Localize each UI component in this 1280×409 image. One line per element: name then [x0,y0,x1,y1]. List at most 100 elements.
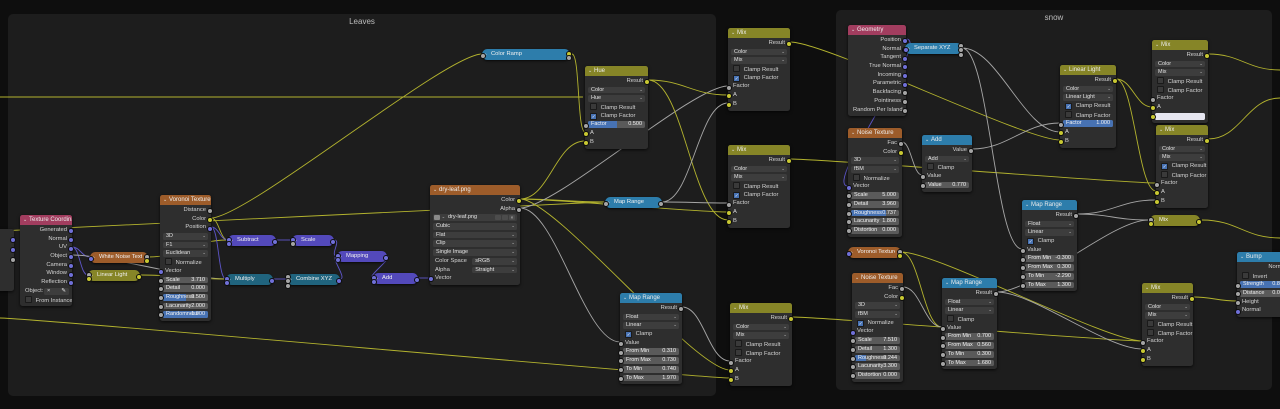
socket-in-roughness[interactable] [157,295,164,302]
checkbox-clamp-result[interactable] [735,340,742,348]
socket-in-from-max[interactable] [939,343,946,350]
socket-in-factor[interactable] [1139,339,1146,346]
dropdown-color[interactable]: Color⌄ [1063,85,1113,93]
node-header-hue-mix[interactable]: ⌄Hue [585,66,648,76]
socket-in-factor[interactable] [1057,121,1064,128]
node-header-map-range-snow-bottom[interactable]: ⌄Map Range [942,278,997,288]
socket-in-from-min[interactable] [617,349,624,356]
socket-in-0[interactable] [845,250,852,257]
socket-in-strength[interactable] [1234,282,1241,289]
socket-out-0[interactable] [269,277,276,284]
dropdown-clip[interactable]: Clip⌄ [433,240,517,248]
dropdown-linear[interactable]: Linear⌄ [945,307,994,315]
socket-in-b[interactable] [1057,139,1064,145]
field-from-min[interactable]: From Min-0.300 [1025,255,1074,263]
node-header-mix-leaves-top[interactable]: ⌄Mix [728,28,790,38]
dropdown-cubic[interactable]: Cubic⌄ [433,223,517,230]
dropdown-float[interactable]: Float⌄ [945,298,994,306]
socket-out-0[interactable] [272,238,279,245]
socket-in-value[interactable] [1019,247,1026,254]
node-mix-snow-collapsed[interactable]: ›Mix [1147,215,1203,227]
dropdown-color[interactable]: Color⌄ [731,165,787,173]
checkbox-normalize[interactable] [165,258,172,266]
node-combine-xyz[interactable]: ›Combine XYZ [284,273,343,289]
dropdown-3d[interactable]: 3D⌄ [851,157,899,165]
node-voronoi-snow[interactable]: ›Voronoi Texture [845,247,904,259]
socket-in-roughness[interactable] [849,355,856,362]
checkbox-clamp-result[interactable] [733,65,740,73]
socket-in-b[interactable] [1139,357,1146,363]
socket-out-2[interactable] [10,257,17,263]
collapse-arrow-icon[interactable]: › [290,276,292,283]
node-color-ramp[interactable]: ›Color Ramp [479,49,573,61]
socket-out-result[interactable] [1204,138,1211,145]
dropdown-fbm[interactable]: fBM⌄ [855,311,900,318]
socket-in-factor[interactable] [1149,96,1156,103]
socket-in-b[interactable] [582,140,589,146]
socket-out-position[interactable] [207,225,214,232]
dropdown-add[interactable]: Add⌄ [925,155,969,163]
node-header-noise-texture-bottom[interactable]: ⌄Noise Texture [852,273,903,283]
socket-in-detail[interactable] [157,286,164,293]
node-vector-scale[interactable]: ›Scale [289,235,337,247]
socket-in-a[interactable] [1139,348,1146,355]
socket-in-0[interactable] [87,255,94,262]
socket-in-b[interactable] [1149,114,1156,120]
collapse-arrow-icon[interactable]: ⌄ [1025,202,1030,208]
checkbox-clamp[interactable]: ✓ [1027,237,1034,245]
dropdown-hue[interactable]: Hue⌄ [588,95,645,103]
socket-out-result[interactable] [786,41,793,48]
socket-in-scale[interactable] [845,193,852,200]
socket-in-1[interactable] [85,276,92,282]
socket-in-factor[interactable] [725,84,732,91]
dropdown-3d[interactable]: 3D⌄ [163,233,208,240]
dropdown-color[interactable]: Color⌄ [1155,60,1205,68]
collapse-arrow-icon[interactable]: ⌄ [731,147,736,153]
socket-in-b[interactable] [725,219,732,225]
socket-out-reflection[interactable] [68,280,75,287]
socket-in-vector[interactable] [427,276,434,283]
socket-in-vector[interactable] [845,184,852,191]
socket-in-vector[interactable] [157,269,164,275]
node-header-map-range-snow-top[interactable]: ⌄Map Range [1022,200,1077,210]
collapse-arrow-icon[interactable]: ⌄ [623,295,628,301]
socket-in-0[interactable] [902,46,909,53]
dropdown-color[interactable]: Color⌄ [1145,303,1190,311]
dropdown-linear[interactable]: Linear⌄ [623,322,679,330]
node-header-bump[interactable]: ⌄Bump [1237,252,1280,262]
dropdown-float[interactable]: Float⌄ [623,313,679,321]
socket-in-value[interactable] [939,325,946,332]
collapse-arrow-icon[interactable]: ⌄ [733,305,738,311]
node-mapping[interactable]: ›Mapping [334,251,390,263]
socket-in-b[interactable] [725,102,732,108]
collapse-arrow-icon[interactable]: ⌄ [23,217,28,223]
socket-out-uv[interactable] [68,245,75,252]
socket-in-factor[interactable] [582,122,589,129]
socket-out-0[interactable] [658,200,665,207]
socket-in-to-min[interactable] [1019,274,1026,280]
socket-in-to-min[interactable] [939,352,946,358]
collapse-arrow-icon[interactable]: ⌄ [1240,254,1245,260]
socket-in-a[interactable] [727,368,734,375]
checkbox-clamp-factor[interactable] [735,348,742,356]
node-header-noise-texture-top[interactable]: ⌄Noise Texture [848,128,902,138]
socket-out-result[interactable] [786,158,793,165]
node-texture-coordinate[interactable]: ⌄Texture CoordinateGeneratedNormalUVObje… [20,215,75,307]
collapse-arrow-icon[interactable]: ⌄ [163,197,168,203]
node-map-range-collapsed[interactable]: ›Map Range [602,197,665,208]
